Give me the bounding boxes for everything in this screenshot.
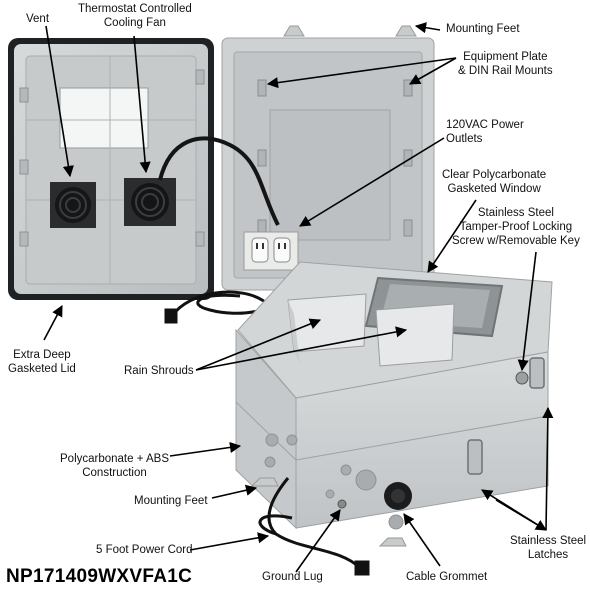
label-power-outlets: 120VAC Power Outlets xyxy=(446,119,524,145)
label-ground-lug: Ground Lug xyxy=(262,571,323,583)
label-vent: Vent xyxy=(26,13,50,25)
callout-lines xyxy=(43,22,554,573)
label-construction: Polycarbonate + ABS Construction xyxy=(60,453,170,479)
enclosure-body-open xyxy=(221,25,435,291)
cooling-fan-icon xyxy=(124,178,176,226)
power-cord-coil-bottom xyxy=(258,477,370,576)
label-window: Clear Polycarbonate Gasketed Window xyxy=(442,169,547,195)
cable-grommet-icon xyxy=(384,482,412,510)
ground-lug-icon xyxy=(337,499,347,509)
label-power-cord: 5 Foot Power Cord xyxy=(96,544,193,556)
label-locking-screw: Stainless Steel Tamper-Proof Locking Scr… xyxy=(452,207,580,247)
label-cooling-fan: Thermostat Controlled Cooling Fan xyxy=(78,3,192,29)
open-lid xyxy=(8,38,214,300)
label-latches: Stainless Steel Latches xyxy=(510,535,587,561)
label-equipment-plate: Equipment Plate & DIN Rail Mounts xyxy=(458,51,553,77)
label-mounting-feet-bottom: Mounting Feet xyxy=(134,495,208,507)
latch-icon xyxy=(467,357,545,475)
vent-icon xyxy=(50,182,96,228)
label-mounting-feet-top: Mounting Feet xyxy=(446,23,520,35)
locking-screw-icon xyxy=(515,371,529,385)
rain-shroud-icon xyxy=(287,293,455,367)
label-cable-grommet: Cable Grommet xyxy=(406,571,488,583)
label-gasketed-lid: Extra Deep Gasketed Lid xyxy=(8,349,76,375)
fan-cord xyxy=(158,136,280,226)
model-number: NP171409WXVFA1C xyxy=(6,566,193,587)
power-outlet-icon xyxy=(243,231,299,271)
label-rain-shrouds: Rain Shrouds xyxy=(124,365,194,377)
